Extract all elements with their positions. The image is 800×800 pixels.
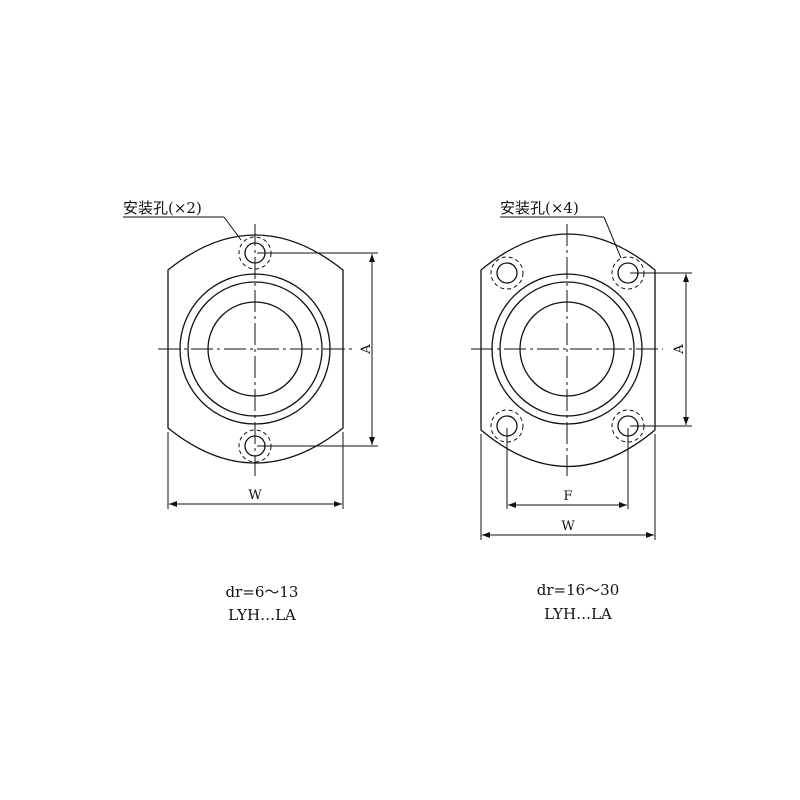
left-dim-a-label: A — [359, 344, 374, 355]
right-caption-range: dr=16～30 — [537, 581, 620, 599]
left-hole-label: 安装孔(×2) — [123, 199, 202, 217]
right-flange-body — [480, 233, 656, 467]
left-flange-body — [167, 234, 344, 464]
left-caption-model: LYH…LA — [228, 606, 296, 624]
right-hole-top-left — [496, 262, 518, 284]
left-dim-w-label: W — [248, 488, 262, 503]
right-hole-top-left-counterbore — [490, 256, 524, 290]
right-dim-a-label: A — [672, 344, 687, 355]
right-flange-view: A F W 安装孔(×4) dr=16～30 LYH…LA — [471, 199, 692, 623]
right-caption-model: LYH…LA — [544, 605, 612, 623]
left-caption-range: dr=6～13 — [226, 583, 299, 601]
left-flange-view: A W 安装孔(×2) dr=6～13 LYH…LA — [123, 199, 378, 624]
right-leader-line — [603, 216, 622, 259]
right-dim-w-label: W — [561, 519, 575, 534]
right-dim-f-label: F — [563, 489, 572, 504]
left-leader-line — [223, 216, 242, 241]
right-hole-label: 安装孔(×4) — [500, 199, 579, 217]
